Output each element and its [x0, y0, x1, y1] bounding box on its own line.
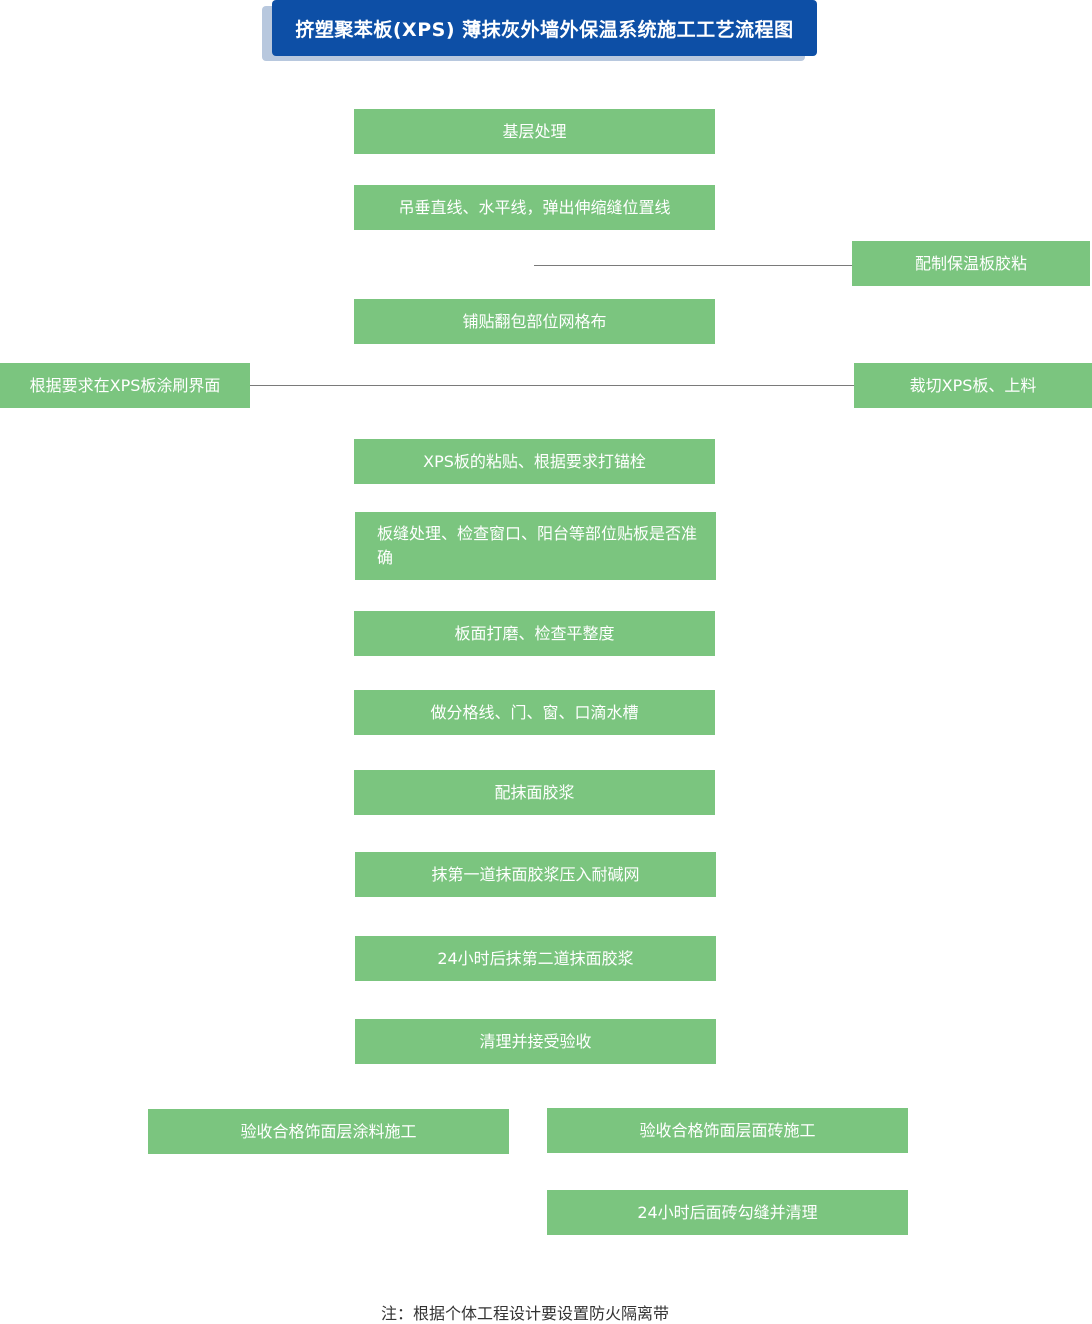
step-drip-grooves: 做分格线、门、窗、口滴水槽 [354, 690, 715, 735]
diagram-title: 挤塑聚苯板(XPS) 薄抹灰外墙外保温系统施工工艺流程图 [272, 0, 817, 56]
connector-line-adhesive [534, 265, 852, 266]
side-step-cut-xps: 裁切XPS板、上料 [854, 363, 1092, 408]
connector-line-interface-cut [250, 385, 854, 386]
step-first-coat: 抹第一道抹面胶浆压入耐碱网 [355, 852, 716, 897]
finish-tile: 验收合格饰面层面砖施工 [547, 1108, 908, 1153]
finish-paint: 验收合格饰面层涂料施工 [148, 1109, 509, 1154]
step-mix-mortar: 配抹面胶浆 [354, 770, 715, 815]
step-plumb-lines: 吊垂直线、水平线，弹出伸缩缝位置线 [354, 185, 715, 230]
step-cleanup-acceptance: 清理并接受验收 [355, 1019, 716, 1064]
step-base-treatment: 基层处理 [354, 109, 715, 154]
side-step-prepare-adhesive: 配制保温板胶粘 [852, 241, 1090, 286]
step-mesh-wrap: 铺贴翻包部位网格布 [354, 299, 715, 344]
step-sanding: 板面打磨、检查平整度 [354, 611, 715, 656]
step-joint-check: 板缝处理、检查窗口、阳台等部位贴板是否准确 [355, 512, 716, 580]
footnote: 注：根据个体工程设计要设置防火隔离带 [380, 1304, 669, 1323]
step-second-coat: 24小时后抹第二道抹面胶浆 [355, 936, 716, 981]
side-step-interface-coating: 根据要求在XPS板涂刷界面 [0, 363, 250, 408]
finish-tile-cleanup: 24小时后面砖勾缝并清理 [547, 1190, 908, 1235]
step-xps-bonding: XPS板的粘贴、根据要求打锚栓 [354, 439, 715, 484]
